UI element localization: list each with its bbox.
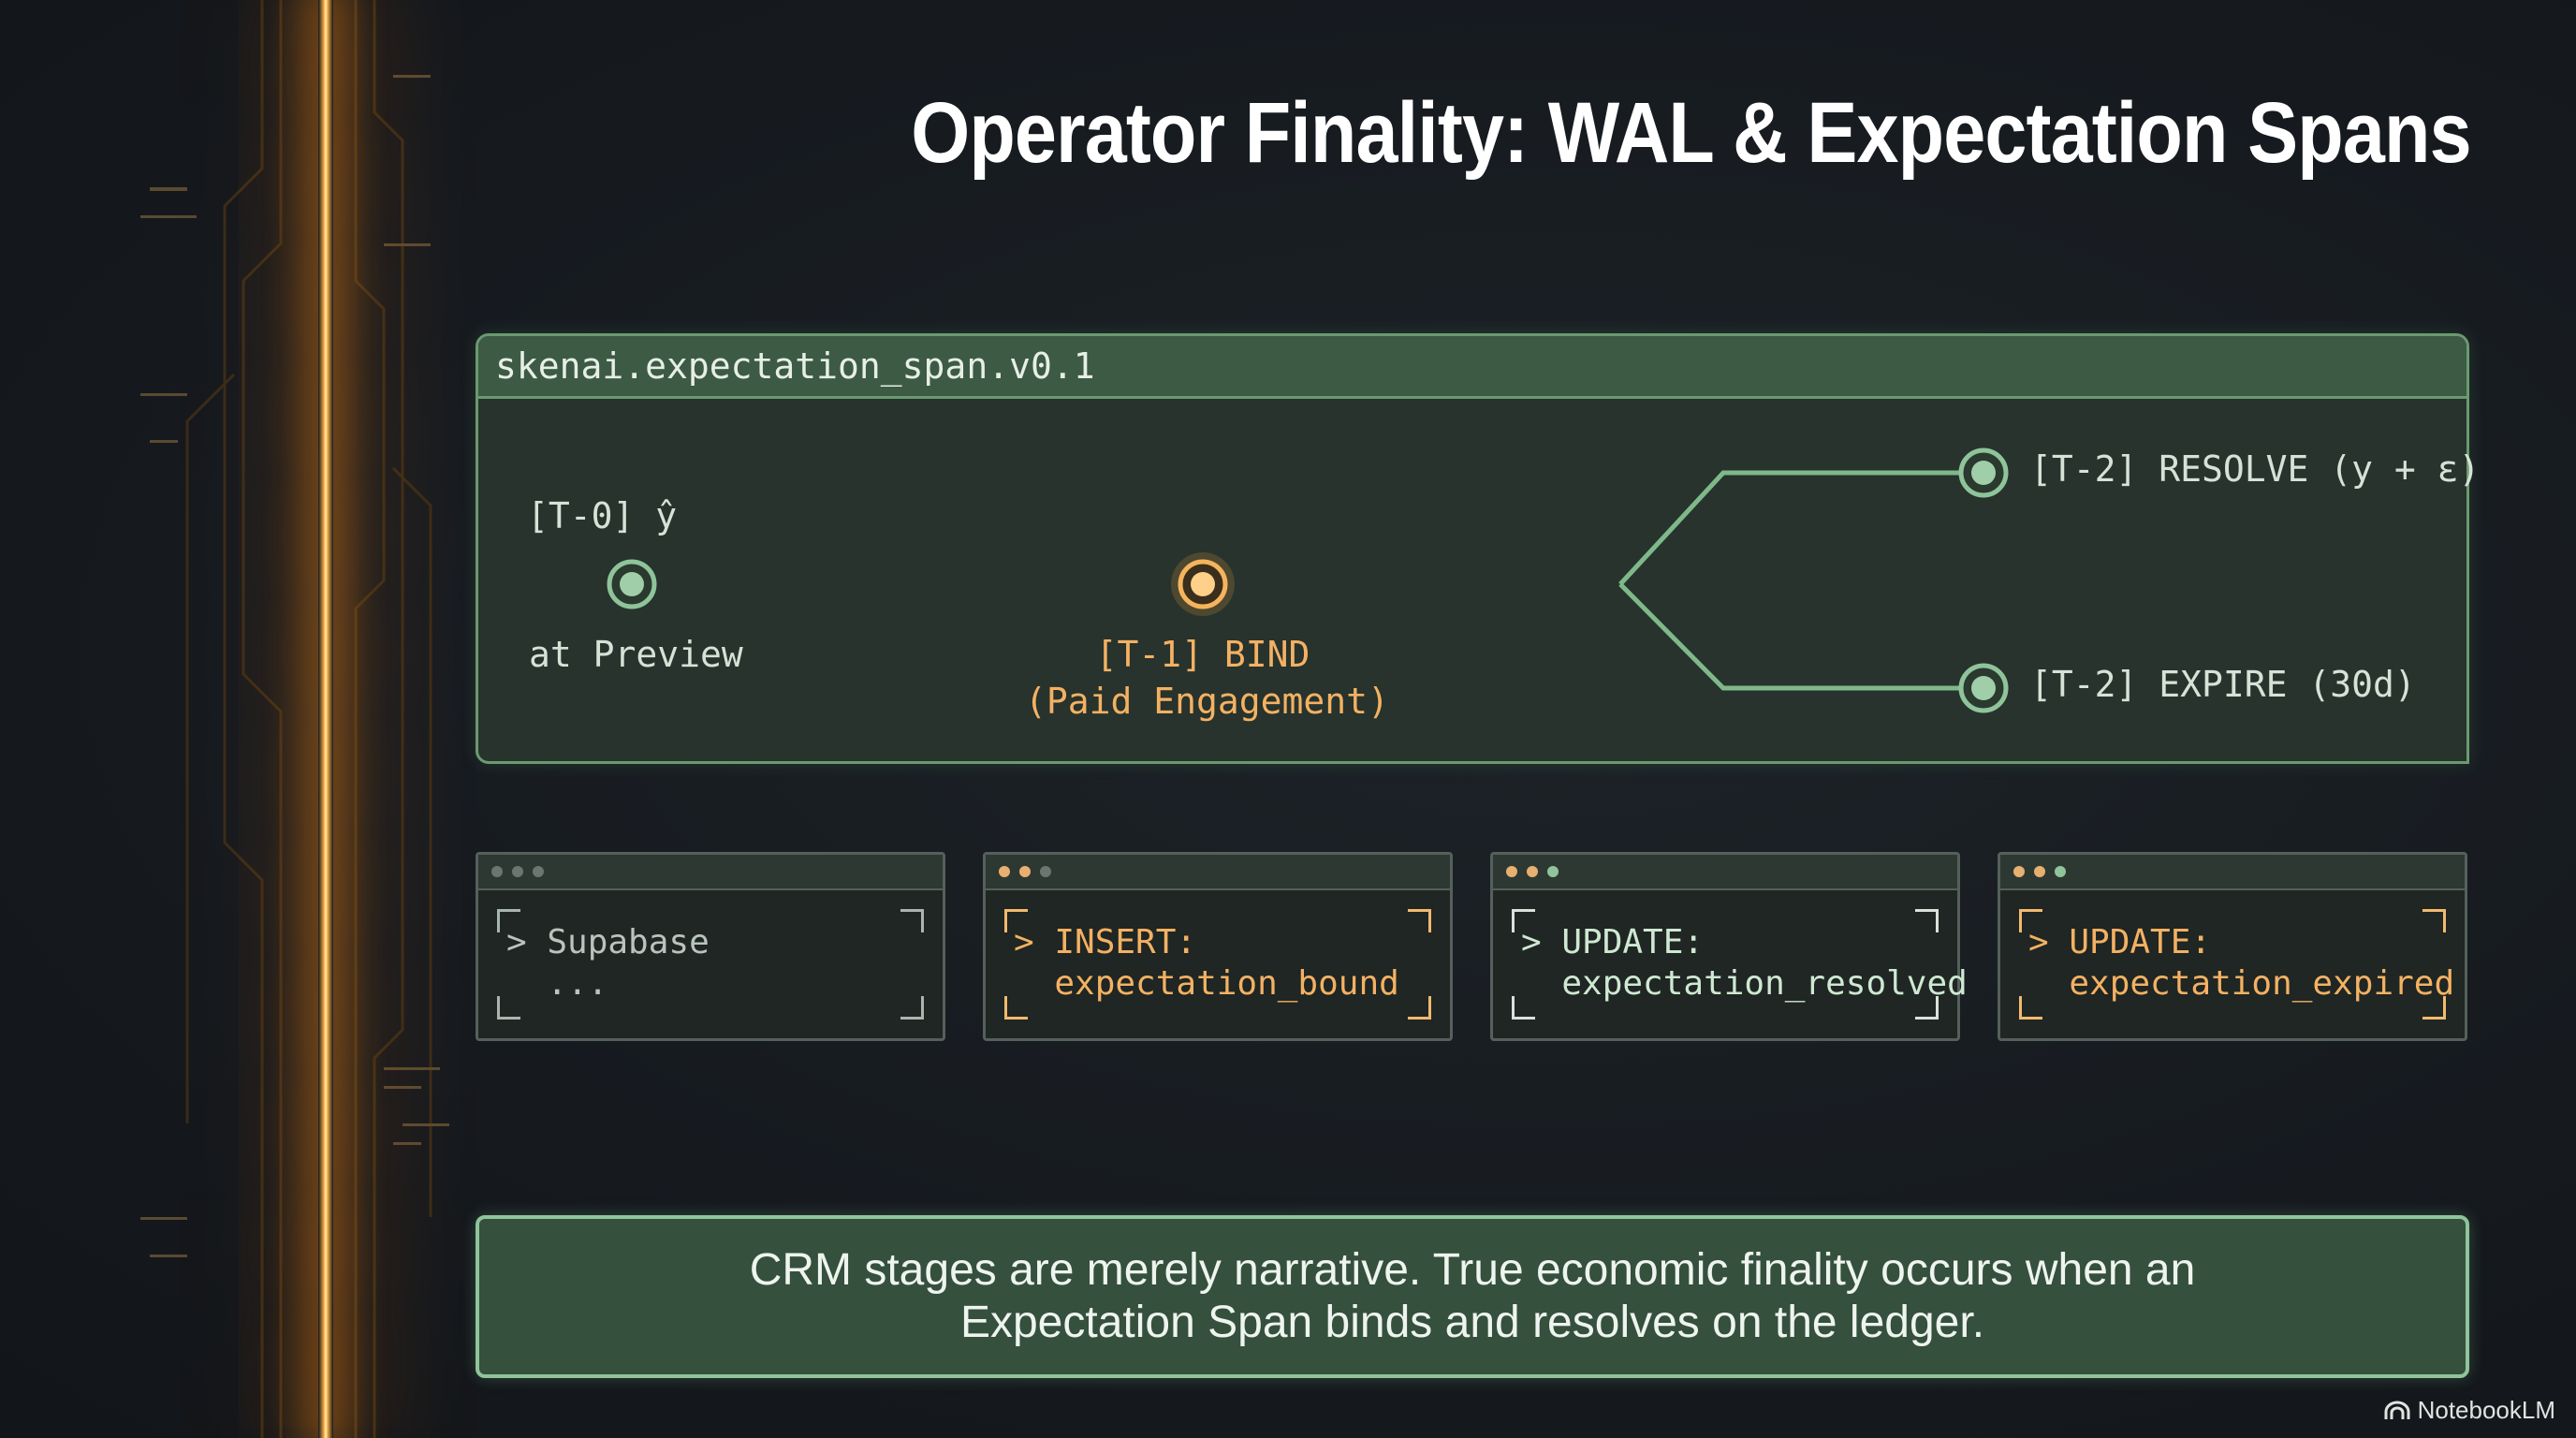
window-dot-icon (2013, 866, 2025, 877)
corner-bracket-icon (1004, 909, 1028, 932)
t0-sublabel: at Preview (529, 634, 743, 675)
t0-label: [T-0] ŷ (527, 495, 678, 536)
t2-expire-label: [T-2] EXPIRE (30d) (2030, 664, 2416, 705)
window-dot-icon (533, 866, 544, 877)
corner-bracket-icon (1512, 909, 1535, 932)
card-line-2: expectation_bound (1014, 964, 1399, 1003)
expectation-span-panel: skenai.expectation_span.v0.1 (476, 333, 2480, 764)
window-dot-icon (1547, 866, 1559, 877)
corner-bracket-icon (900, 909, 924, 932)
card-log-text: > UPDATE: expectation_expired (2028, 922, 2454, 1005)
log-card-update-resolved: > UPDATE: expectation_resolved (1490, 852, 1968, 1041)
t1-bind-title: [T-1] BIND (1095, 634, 1310, 675)
card-title-bar (986, 855, 1450, 890)
card-line-1: > UPDATE: (2028, 923, 2212, 961)
window-dot-icon (491, 866, 503, 877)
node-t2-expire (1958, 663, 2009, 713)
window-dot-icon (2034, 866, 2045, 877)
corner-bracket-icon (497, 996, 520, 1020)
log-card-update-expired: > UPDATE: expectation_expired (1998, 852, 2467, 1041)
branch-expire-line (1618, 582, 1983, 691)
node-t0 (607, 559, 657, 609)
panel-header: skenai.expectation_span.v0.1 (478, 336, 2466, 399)
corner-bracket-icon (2019, 996, 2042, 1020)
card-title-bar (1493, 855, 1957, 890)
t1-bind-subtitle: (Paid Engagement) (1025, 681, 1389, 722)
glowing-vertical-line (318, 0, 333, 1438)
brand-watermark: NotebookLM (2384, 1396, 2555, 1425)
card-line-1: > Supabase (506, 923, 710, 961)
log-card-supabase: > Supabase ... (476, 852, 945, 1041)
summary-line-2: Expectation Span binds and resolves on t… (959, 1298, 1985, 1347)
log-card-insert: > INSERT: expectation_bound (983, 852, 1453, 1041)
window-dot-icon (1019, 866, 1031, 877)
t2-resolve-label: [T-2] RESOLVE (y + ε) (2030, 448, 2481, 490)
corner-bracket-icon (1512, 996, 1535, 1020)
card-line-2: ... (506, 964, 608, 1003)
corner-bracket-icon (1408, 996, 1431, 1020)
corner-bracket-icon (2422, 996, 2446, 1020)
panel-header-label: skenai.expectation_span.v0.1 (495, 345, 1095, 387)
card-line-2: expectation_expired (2028, 964, 2455, 1003)
node-t2-resolve (1958, 448, 2009, 498)
window-dot-icon (999, 866, 1010, 877)
summary-note: CRM stages are merely narrative. True ec… (476, 1215, 2469, 1378)
window-dot-icon (1527, 866, 1538, 877)
card-log-text: > Supabase ... (506, 922, 710, 1005)
node-t1-bind (1171, 552, 1235, 616)
window-dot-icon (512, 866, 523, 877)
card-log-text: > INSERT: expectation_bound (1014, 922, 1399, 1005)
card-log-text: > UPDATE: expectation_resolved (1521, 922, 1968, 1005)
window-dot-icon (1506, 866, 1517, 877)
notebooklm-logo-icon (2384, 1401, 2410, 1419)
corner-bracket-icon (497, 909, 520, 932)
page-title: Operator Finality: WAL & Expectation Spa… (911, 85, 2472, 181)
corner-bracket-icon (1004, 996, 1028, 1020)
card-title-bar (2000, 855, 2465, 890)
circuit-decoration (140, 0, 449, 1438)
summary-line-1: CRM stages are merely narrative. True ec… (749, 1245, 2196, 1295)
card-line-1: > INSERT: (1014, 923, 1197, 961)
corner-bracket-icon (1915, 996, 1939, 1020)
card-title-bar (478, 855, 943, 890)
card-line-2: expectation_resolved (1521, 964, 1968, 1003)
window-dot-icon (2055, 866, 2066, 877)
card-line-1: > UPDATE: (1521, 923, 1705, 961)
timeline-diagram (607, 448, 2009, 713)
corner-bracket-icon (2019, 909, 2042, 932)
branch-resolve-line (1618, 470, 1983, 586)
window-dot-icon (1040, 866, 1051, 877)
corner-bracket-icon (900, 996, 924, 1020)
t1-bind-label: [T-1] BIND (Paid Engagement) (1025, 634, 1389, 722)
corner-bracket-icon (1915, 909, 1939, 932)
corner-bracket-icon (1408, 909, 1431, 932)
corner-bracket-icon (2422, 909, 2446, 932)
brand-name: NotebookLM (2417, 1396, 2555, 1424)
